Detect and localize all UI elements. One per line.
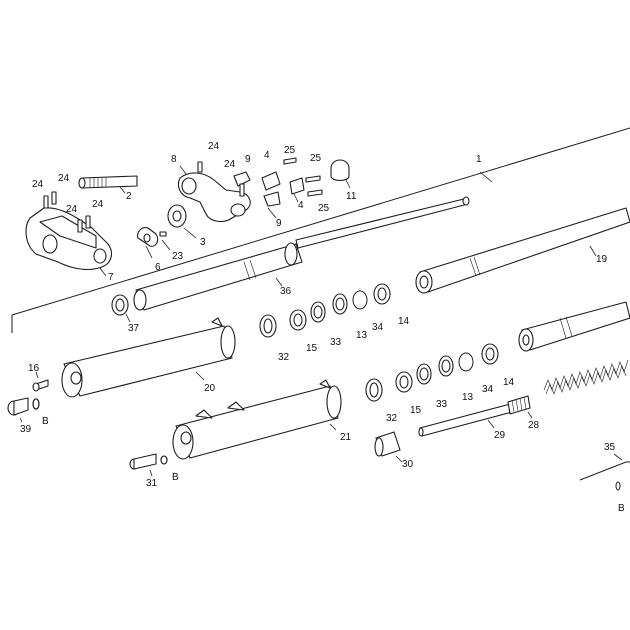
- label-24-a: 24: [32, 179, 44, 190]
- label-15-upper: 15: [306, 343, 318, 354]
- part-19-lower-tube: [518, 301, 630, 352]
- label-4-lower: 4: [298, 200, 304, 211]
- label-32-upper: 32: [278, 352, 290, 363]
- label-16: 16: [28, 363, 40, 374]
- washers-b: [32, 398, 168, 465]
- assembly-bracket: [11, 127, 630, 333]
- label-11: 11: [346, 191, 357, 202]
- label-35: 35: [604, 442, 616, 453]
- part-21-slider: [172, 379, 342, 460]
- label-9-upper: 9: [245, 154, 251, 165]
- label-36: 36: [280, 286, 292, 297]
- part-8-yoke: [177, 161, 251, 223]
- label-25-c: 25: [318, 203, 330, 214]
- label-21: 21: [340, 432, 352, 443]
- spring: [543, 359, 629, 395]
- screws-24-clamp: [43, 191, 91, 233]
- label-b-3: B: [618, 503, 625, 514]
- part-11-cap: [330, 159, 351, 189]
- label-23: 23: [172, 251, 184, 262]
- label-b-2: B: [172, 472, 179, 483]
- label-25-a: 25: [284, 145, 296, 156]
- part-20-slider: [61, 317, 236, 398]
- label-9-lower: 9: [276, 218, 282, 229]
- label-24-c: 24: [66, 204, 78, 215]
- label-2: 2: [126, 191, 132, 202]
- label-33-upper: 33: [330, 337, 342, 348]
- label-24-e: 24: [208, 141, 220, 152]
- part-39-bolt: [7, 397, 40, 423]
- part-37-bushing: [111, 294, 131, 323]
- label-33-lower: 33: [436, 399, 448, 410]
- rings-upper-row: [259, 283, 391, 338]
- label-30: 30: [402, 459, 414, 470]
- part-16-bolt: [32, 371, 49, 392]
- label-3: 3: [200, 237, 206, 248]
- label-14-upper: 14: [398, 316, 410, 327]
- part-9-4-clamps: [233, 171, 305, 219]
- label-24-f: 24: [224, 159, 236, 170]
- label-39: 39: [20, 424, 32, 435]
- label-15-lower: 15: [410, 405, 422, 416]
- label-31: 31: [146, 478, 158, 489]
- label-7: 7: [108, 272, 114, 283]
- rings-lower-row: [365, 343, 499, 402]
- part-2-pin: [78, 175, 138, 194]
- screws-24-25: [239, 157, 323, 197]
- label-29: 29: [494, 430, 506, 441]
- part-6-washer: [137, 227, 171, 259]
- label-32-lower: 32: [386, 413, 398, 424]
- part-28-piston: [507, 395, 533, 419]
- label-28: 28: [528, 420, 540, 431]
- label-37: 37: [128, 323, 140, 334]
- label-24-d: 24: [92, 199, 104, 210]
- label-13-upper: 13: [356, 330, 368, 341]
- label-20: 20: [204, 383, 216, 394]
- label-13-lower: 13: [462, 392, 474, 403]
- label-25-b: 25: [310, 153, 322, 164]
- label-b-1: B: [42, 416, 49, 427]
- label-19: 19: [596, 254, 608, 265]
- part-36-damper: [133, 196, 470, 311]
- part-7-clamp: [25, 207, 113, 277]
- callout-labels: 1 2 3 4 4 6 7 8 9 9 11 13 13 14 14 15 15…: [20, 141, 625, 514]
- label-34-lower: 34: [482, 384, 494, 395]
- part-30-bushing: [374, 431, 403, 463]
- label-8: 8: [171, 154, 177, 165]
- label-34-upper: 34: [372, 322, 384, 333]
- label-6: 6: [155, 262, 161, 273]
- label-24-b: 24: [58, 173, 70, 184]
- part-19-tube: [415, 207, 630, 294]
- label-14-lower: 14: [503, 377, 515, 388]
- part-35-bracket: [579, 453, 630, 491]
- label-4-upper: 4: [264, 150, 270, 161]
- label-1: 1: [476, 154, 482, 165]
- part-3-nut: [167, 204, 197, 239]
